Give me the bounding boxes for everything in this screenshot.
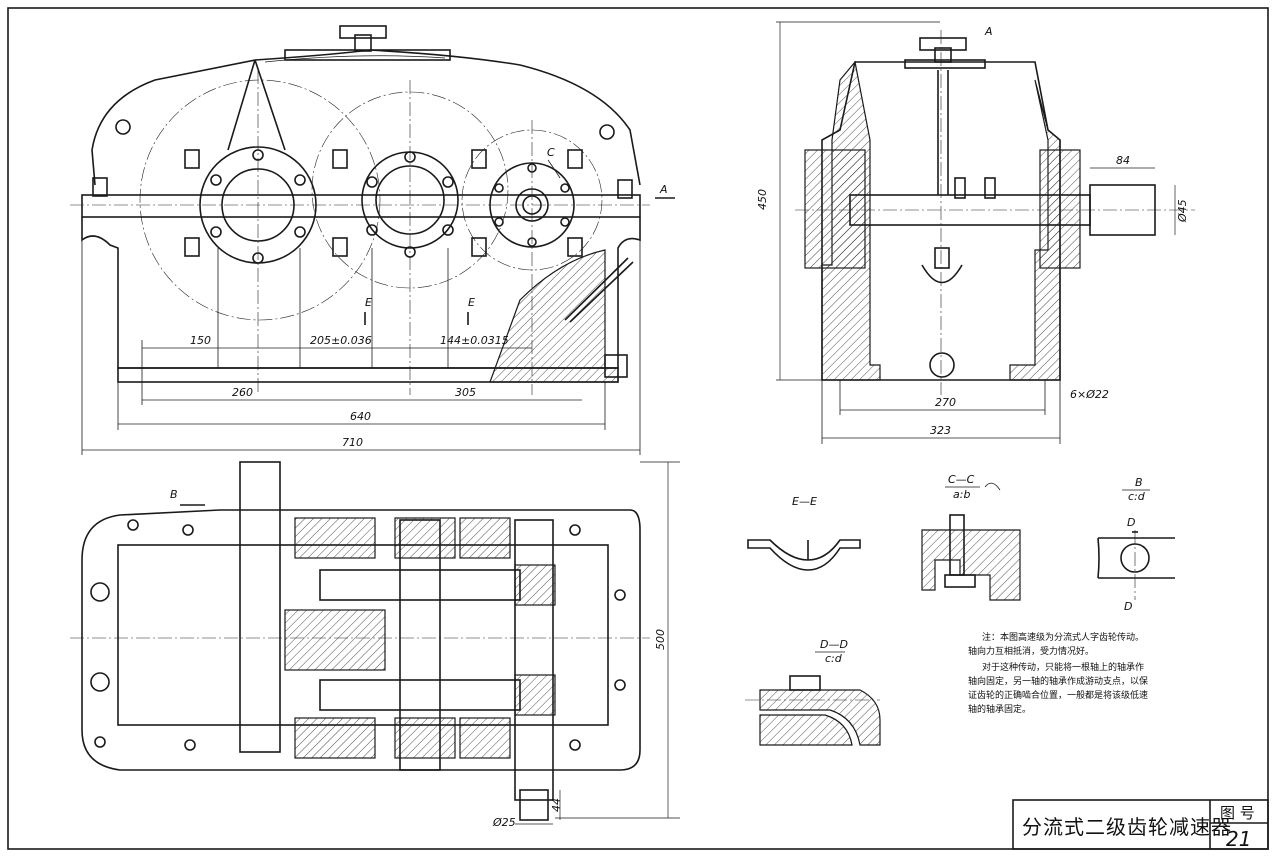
dim-640: 640 <box>350 410 371 423</box>
dim-44: 44 <box>550 798 563 812</box>
top-view <box>70 461 680 825</box>
dim-144: 144±0.0315 <box>440 334 509 347</box>
detail-ee-label: E—E <box>792 495 817 508</box>
dim-150: 150 <box>190 334 211 347</box>
note-line: 轴的轴承固定。 <box>968 703 1031 715</box>
detail-cc-scale: a:b <box>953 488 970 501</box>
detail-b-scale: c:d <box>1128 490 1146 503</box>
view-label-a-front: A <box>659 183 668 196</box>
drawing-border <box>7 7 1269 850</box>
front-view <box>70 25 675 455</box>
detail-b-label: B <box>1135 476 1143 489</box>
note-line: 轴向固定，另一轴的轴承作成游动支点，以保 <box>968 675 1148 687</box>
detail-dd-label: D—D <box>820 638 848 651</box>
title-block <box>1012 799 1269 850</box>
detail-cc <box>921 482 1021 601</box>
detail-dd <box>745 675 881 746</box>
view-label-a-side: A <box>984 25 993 38</box>
dim-holes: 6×Ø22 <box>1070 388 1109 401</box>
detail-b <box>1097 530 1175 600</box>
dim-323: 323 <box>930 424 951 437</box>
view-label-b: B <box>170 488 178 501</box>
detail-dd-scale: c:d <box>825 652 843 665</box>
detail-cc-label: C—C <box>948 473 975 486</box>
dim-450: 450 <box>756 189 769 210</box>
side-view <box>776 21 1195 444</box>
dim-500: 500 <box>654 629 667 650</box>
note-line: 证齿轮的正确啮合位置，一般都是将该级低速 <box>968 689 1148 701</box>
detail-d-bottom: D <box>1124 600 1132 613</box>
drawing-number-label: 图 号 <box>1220 804 1255 822</box>
note-line: 轴向力互相抵消，受力情况好。 <box>968 645 1094 657</box>
drawing-number: 21 <box>1226 827 1251 851</box>
detail-ee <box>747 539 861 571</box>
dim-260: 260 <box>232 386 253 399</box>
dim-305: 305 <box>455 386 476 399</box>
dim-phi45: Ø45 <box>1176 199 1189 223</box>
section-label-e1: E <box>365 296 372 309</box>
dim-205: 205±0.036 <box>310 334 372 347</box>
detail-d-top: D <box>1127 516 1135 529</box>
section-label-c: C <box>547 146 555 159</box>
dim-270: 270 <box>935 396 956 409</box>
dim-84: 84 <box>1116 154 1130 167</box>
notes-block: 注：本图高速级为分流式人字齿轮传动。 轴向力互相抵消，受力情况好。 对于这种传动… <box>968 631 1148 715</box>
title-text: 分流式二级齿轮减速器 <box>1022 815 1232 839</box>
note-line: 对于这种传动，只能将一根轴上的轴承作 <box>982 661 1144 673</box>
dim-phi25: Ø25 <box>492 816 516 829</box>
section-label-e2: E <box>468 296 475 309</box>
dim-710: 710 <box>342 436 363 449</box>
note-line: 注：本图高速级为分流式人字齿轮传动。 <box>982 631 1144 643</box>
